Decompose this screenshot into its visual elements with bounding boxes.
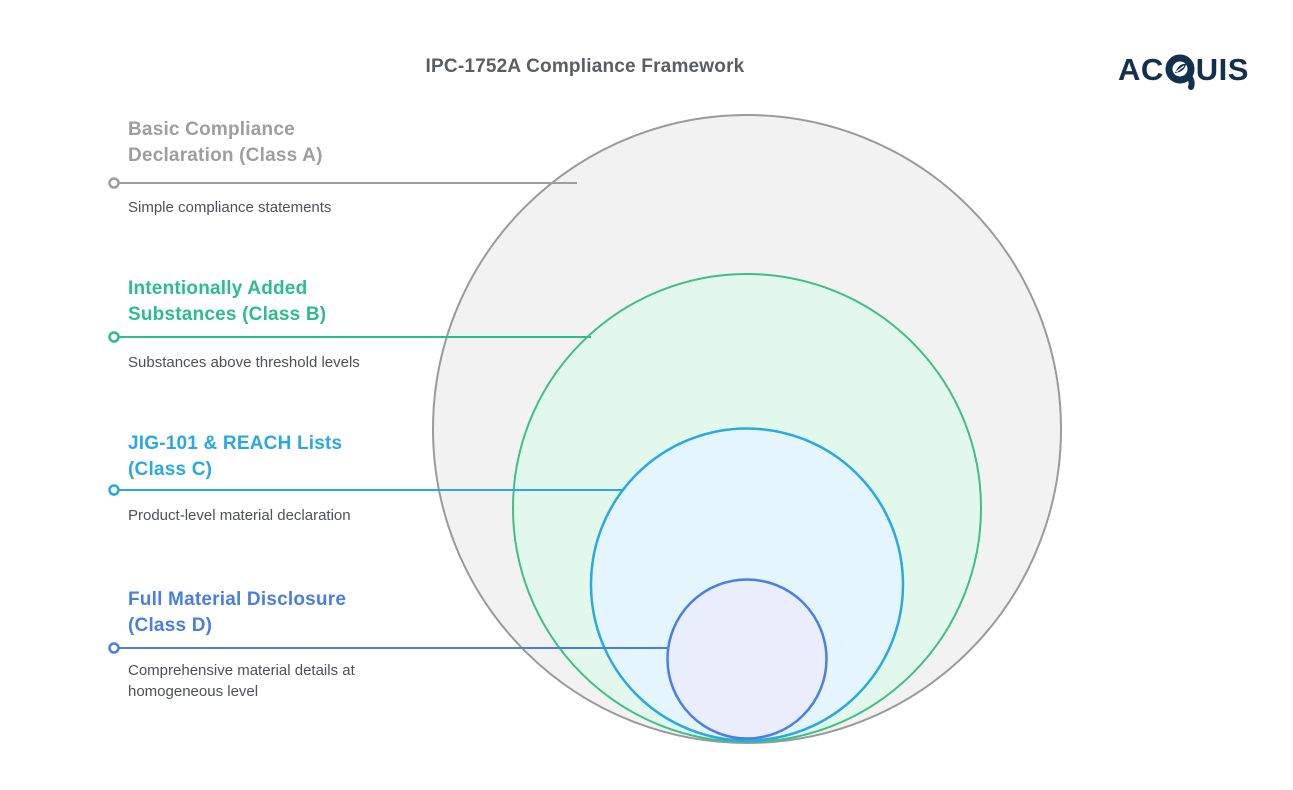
logo-text-prefix: AC [1118,52,1164,87]
logo-text-suffix: UIS [1195,52,1249,87]
page-title: IPC-1752A Compliance Framework [425,56,745,77]
description-class-c: Product-level material declaration [128,507,351,524]
acquis-logo: AC UIS [1118,50,1249,90]
leaf-in-q-icon [1165,54,1195,90]
label-class-d: Full Material Disclosure (Class D) [128,587,428,639]
connector-dot-class-b [108,331,120,343]
description-class-b: Substances above threshold levels [128,354,360,371]
label-class-c-title-line2: (Class C) [128,459,213,480]
description-class-d: Comprehensive material details at homoge… [128,662,355,700]
label-class-b-title-line1: Intentionally Added [128,278,308,299]
circle-class-d [666,578,828,740]
label-class-b: Intentionally Added Substances (Class B) [128,276,428,328]
label-class-d-title-line1: Full Material Disclosure [128,589,347,610]
connector-dot-class-a [108,177,120,189]
connector-dot-class-c [108,484,120,496]
connector-dot-class-d [108,642,120,654]
label-class-a: Basic Compliance Declaration (Class A) [128,117,428,169]
description-class-a: Simple compliance statements [128,199,332,216]
label-class-a-title-line2: Declaration (Class A) [128,145,323,166]
label-class-c-title-line1: JIG-101 & REACH Lists [128,433,343,454]
label-class-a-title-line1: Basic Compliance [128,119,295,140]
label-class-b-title-line2: Substances (Class B) [128,304,327,325]
label-class-d-title-line2: (Class D) [128,615,213,636]
label-class-c: JIG-101 & REACH Lists (Class C) [128,431,428,483]
